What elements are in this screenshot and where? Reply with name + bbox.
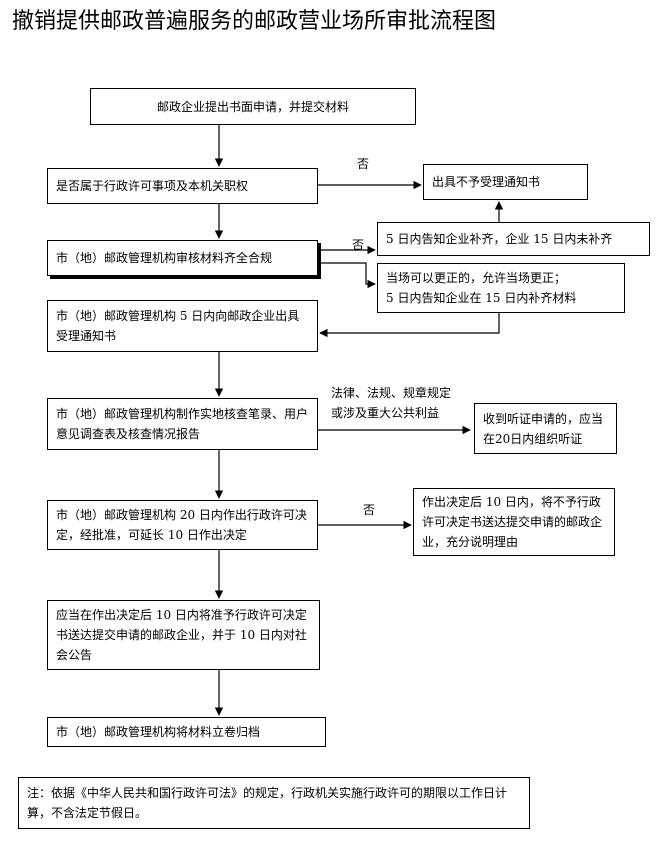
side-hearing-text: 收到听证申请的，应当在20日内组织听证 (483, 411, 604, 446)
step-scope-text: 是否属于行政许可事项及本机关职权 (56, 179, 249, 193)
label-law-line1: 法律、法规、规章规定 (331, 386, 452, 400)
label-no-review: 否 (352, 238, 365, 252)
arrow-correct-accept (319, 313, 500, 338)
side-supplement: 5 日内告知企业补齐，企业 15 日内未补齐 (377, 222, 650, 256)
side-reject-notice-text: 出具不予受理通知书 (432, 175, 541, 189)
side-supplement-text: 5 日内告知企业补齐，企业 15 日内未补齐 (386, 232, 613, 246)
step-archive: 市（地）邮政管理机构将材料立卷归档 (47, 717, 326, 747)
side-correct: 当场可以更正的，允许当场更正； 5 日内告知企业在 15 日内补齐材料 (377, 263, 625, 313)
label-no-scope: 否 (357, 157, 370, 171)
side-correct-line2: 5 日内告知企业在 15 日内补齐材料 (386, 291, 577, 305)
step-review-text: 市（地）邮政管理机构审核材料齐全合规 (56, 251, 273, 265)
footnote: 注：依据《中华人民共和国行政许可法》的规定，行政机关实施行政许可的期限以工作日计… (18, 777, 530, 829)
arrow-review-correct (318, 262, 376, 289)
step-decide-text: 市（地）邮政管理机构 20 日内作出行政许可决定，经批准，可延长 10 日作出决… (56, 508, 307, 542)
step-decide: 市（地）邮政管理机构 20 日内作出行政许可决定，经批准，可延长 10 日作出决… (47, 500, 318, 550)
step-apply: 邮政企业提出书面申请，并提交材料 (90, 88, 416, 125)
side-reject-notice: 出具不予受理通知书 (423, 164, 588, 200)
page-title: 撤销提供邮政普遍服务的邮政营业场所审批流程图 (12, 9, 497, 34)
footnote-text: 注：依据《中华人民共和国行政许可法》的规定，行政机关实施行政许可的期限以工作日计… (27, 786, 508, 820)
step-accept: 市（地）邮政管理机构 5 日内向邮政企业出具受理通知书 (47, 300, 318, 352)
step-apply-text: 邮政企业提出书面申请，并提交材料 (156, 99, 349, 114)
label-no-decide: 否 (363, 503, 376, 517)
side-correct-line1: 当场可以更正的，允许当场更正； (386, 271, 567, 285)
side-deny-text: 作出决定后 10 日内，将不予行政许可决定书送达提交申请的邮政企业，充分说明理由 (422, 495, 603, 549)
label-law-line2: 或涉及重大公共利益 (331, 406, 440, 420)
side-hearing: 收到听证申请的，应当在20日内组织听证 (474, 403, 617, 454)
step-review: 市（地）邮政管理机构审核材料齐全合规 (47, 240, 318, 276)
step-inspect-text: 市（地）邮政管理机构制作实地核查笔录、用户意见调查表及核查情况报告 (56, 407, 309, 441)
step-accept-text: 市（地）邮政管理机构 5 日内向邮政企业出具受理通知书 (56, 309, 300, 343)
step-inspect: 市（地）邮政管理机构制作实地核查笔录、用户意见调查表及核查情况报告 (47, 398, 318, 450)
step-approve-text: 应当在作出决定后 10 日内将准予行政许可决定书送达提交申请的邮政企业，并于 1… (56, 608, 307, 662)
side-deny: 作出决定后 10 日内，将不予行政许可决定书送达提交申请的邮政企业，充分说明理由 (413, 488, 615, 556)
step-archive-text: 市（地）邮政管理机构将材料立卷归档 (56, 725, 261, 739)
step-scope: 是否属于行政许可事项及本机关职权 (47, 168, 318, 204)
step-approve: 应当在作出决定后 10 日内将准予行政许可决定书送达提交申请的邮政企业，并于 1… (47, 600, 320, 670)
